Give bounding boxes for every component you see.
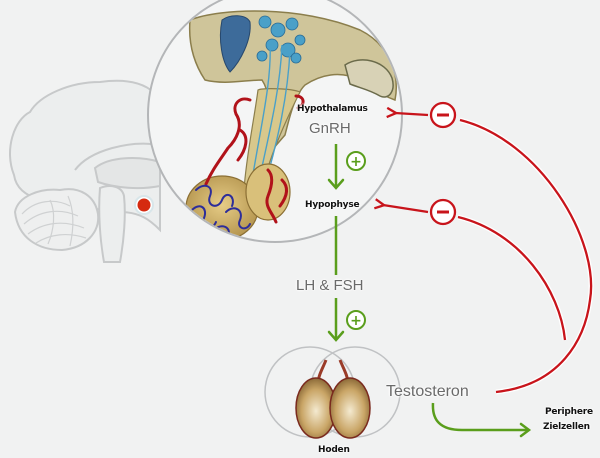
positive-sign: + (350, 313, 362, 329)
thalamus (93, 157, 161, 190)
negative-feedback-hypothalamus (395, 113, 594, 395)
ventricle (219, 15, 251, 73)
minus-sign-hypothalamus (429, 101, 457, 129)
lh-fsh-plus-sign: + (346, 310, 366, 330)
portal-vessels-red (204, 94, 305, 224)
gnrh-stimulation-arrow (327, 144, 345, 190)
testes-illustration (264, 346, 401, 439)
peripheral-action-arrow (431, 402, 532, 438)
positive-sign: + (350, 154, 362, 170)
cerebellum-folia (21, 195, 87, 247)
cerebellum (13, 188, 100, 252)
testis-right (329, 377, 371, 439)
hypophyse-label: Hypophyse (305, 200, 360, 210)
zielzellen-label: Zielzellen (543, 422, 590, 432)
minus-sign-hypophyse (429, 198, 457, 226)
brain-sagittal-illustration (9, 79, 161, 263)
pituitary-stalk (243, 88, 301, 191)
lh-fsh-label: LH & FSH (296, 277, 364, 294)
lh-fsh-stimulation-arrow (327, 216, 345, 342)
periphere-label: Periphere (545, 407, 593, 417)
gnrh-plus-sign: + (346, 151, 366, 171)
brainstem (98, 185, 126, 263)
pituitary-location-dot (137, 198, 151, 212)
testosteron-label: Testosteron (386, 383, 469, 400)
pituitary-illustration (185, 10, 397, 241)
optic-chiasm (344, 59, 394, 98)
neuron-clusters (256, 15, 306, 64)
gnrh-label: GnRH (309, 120, 351, 137)
hypothalamus-label: Hypothalamus (297, 104, 368, 114)
hoden-label: Hoden (318, 445, 350, 455)
negative-feedback-hypophyse (383, 205, 568, 341)
